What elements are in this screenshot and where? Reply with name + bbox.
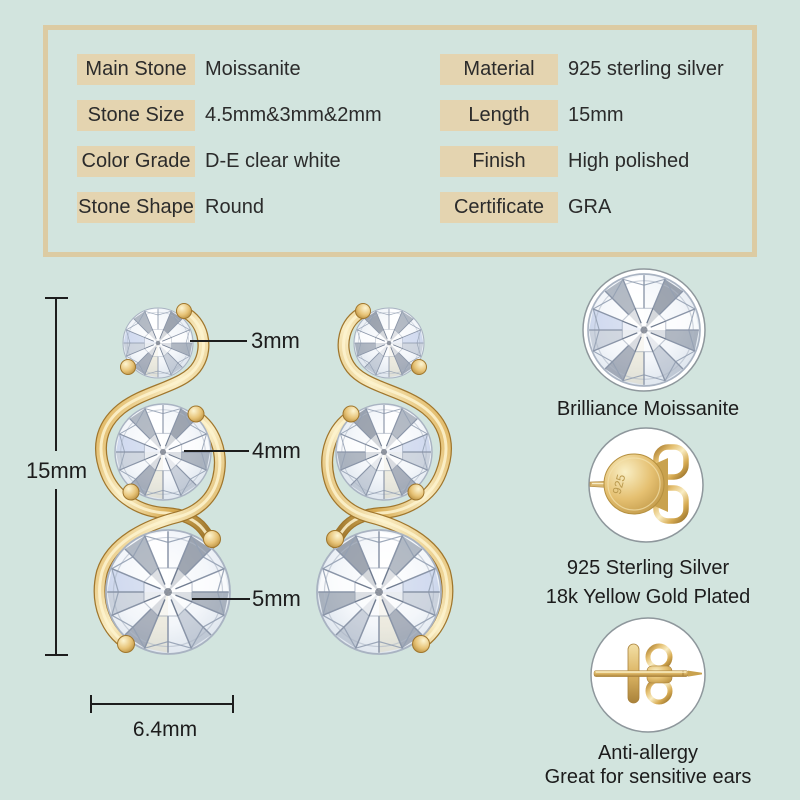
spec-label-stone-size: Stone Size: [77, 100, 195, 131]
width-dimension-label: 6.4mm: [132, 718, 198, 741]
spec-value-certificate: GRA: [568, 196, 612, 218]
caption-brilliance-moissanite: Brilliance Moissanite: [556, 398, 740, 420]
spec-column-left: Main Stone Moissanite Stone Size 4.5mm&3…: [77, 54, 382, 223]
spec-row: Stone Size 4.5mm&3mm&2mm: [77, 100, 382, 131]
spec-label-material: Material: [440, 54, 558, 85]
callout-label-3mm: 3mm: [251, 328, 300, 353]
caption-anti-allergy: Anti-allergy: [597, 742, 699, 764]
spec-row: Finish High polished: [440, 146, 724, 177]
caption-sterling-silver: 925 Sterling Silver: [566, 557, 730, 579]
spec-value-finish: High polished: [568, 150, 690, 172]
callout-label-5mm: 5mm: [252, 586, 301, 611]
earring-left-image: [100, 304, 230, 655]
spec-label-length: Length: [440, 100, 558, 131]
spec-value-length: 15mm: [568, 104, 624, 126]
spec-value-stone-shape: Round: [205, 196, 264, 218]
spec-value-material: 925 sterling silver: [568, 58, 724, 80]
spec-row: Color Grade D-E clear white: [77, 146, 382, 177]
back-marking-925: 925: [610, 472, 629, 495]
spec-box: Main Stone Moissanite Stone Size 4.5mm&3…: [43, 25, 757, 257]
spec-row: Material 925 sterling silver: [440, 54, 724, 85]
earring-back-front-image: 925: [588, 427, 704, 543]
spec-label-finish: Finish: [440, 146, 558, 177]
callout-label-4mm: 4mm: [252, 438, 301, 463]
spec-label-stone-shape: Stone Shape: [77, 192, 195, 223]
earring-right-image: [317, 304, 447, 655]
moissanite-stone-image: [582, 268, 706, 392]
spec-row: Certificate GRA: [440, 192, 724, 223]
earring-back-side-image: [590, 617, 706, 733]
caption-sensitive-ears: Great for sensitive ears: [544, 766, 752, 788]
spec-row: Length 15mm: [440, 100, 724, 131]
height-dimension-label: 15mm: [25, 458, 88, 483]
spec-column-right: Material 925 sterling silver Length 15mm…: [440, 54, 724, 223]
spec-value-main-stone: Moissanite: [205, 58, 301, 80]
spec-value-color-grade: D-E clear white: [205, 150, 341, 172]
spec-label-main-stone: Main Stone: [77, 54, 195, 85]
spec-value-stone-size: 4.5mm&3mm&2mm: [205, 104, 382, 126]
caption-gold-plated: 18k Yellow Gold Plated: [545, 586, 751, 608]
spec-label-color-grade: Color Grade: [77, 146, 195, 177]
dimension-lines: [45, 297, 250, 713]
spec-row: Stone Shape Round: [77, 192, 382, 223]
spec-label-certificate: Certificate: [440, 192, 558, 223]
spec-row: Main Stone Moissanite: [77, 54, 382, 85]
